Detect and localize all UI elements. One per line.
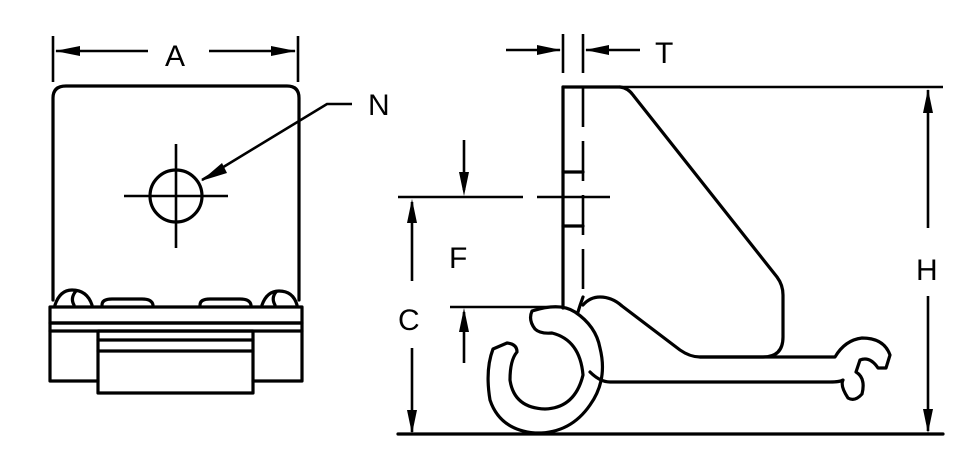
dimension-c: C <box>398 199 420 434</box>
dimension-h: H <box>620 85 943 433</box>
slot-right <box>198 297 253 307</box>
arrow-c-down-icon <box>407 410 417 434</box>
dimension-a: A <box>51 36 300 82</box>
rivet-left-detail <box>70 289 78 307</box>
arrow-f-down-icon <box>459 172 469 196</box>
arrow-t-left-icon <box>537 45 561 55</box>
arrow-c-up-icon <box>407 199 417 223</box>
arrow-h-up-icon <box>923 89 933 113</box>
flange-left <box>48 329 100 383</box>
gusset-outline <box>581 85 785 359</box>
dimension-n: N <box>201 89 390 182</box>
label-h: H <box>916 254 938 287</box>
front-view: A N <box>48 36 390 395</box>
label-f: F <box>449 242 467 275</box>
arrow-t-right-icon <box>585 45 609 55</box>
rivet-right-detail <box>271 290 278 307</box>
arrow-leader-icon <box>201 163 227 181</box>
slot-left <box>100 297 155 307</box>
dimension-f: F <box>398 140 610 363</box>
label-a: A <box>165 40 185 73</box>
arrow-h-down-icon <box>923 409 933 433</box>
hole-n <box>124 144 228 248</box>
arrow-f-up-icon <box>459 308 469 332</box>
arm-outline <box>588 336 892 401</box>
side-view: T F C <box>396 34 945 436</box>
flange-top <box>48 305 304 325</box>
arrow-right-icon <box>271 46 296 56</box>
rivet-left <box>53 288 94 307</box>
lower-block <box>96 329 255 395</box>
hook-outline <box>486 305 604 435</box>
plate-outline <box>51 84 301 302</box>
label-t: T <box>655 37 673 70</box>
label-n: N <box>368 89 390 122</box>
rivet-right <box>260 289 299 307</box>
arrow-left-icon <box>55 46 80 56</box>
label-c: C <box>398 304 420 337</box>
flange-right <box>251 329 304 383</box>
dimension-t: T <box>506 34 673 73</box>
